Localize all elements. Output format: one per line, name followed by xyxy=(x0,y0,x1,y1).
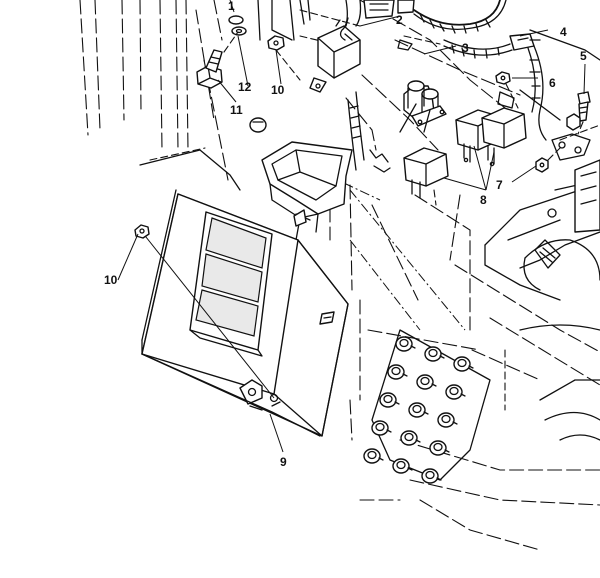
lock-washer-12 xyxy=(223,15,247,53)
callout-11: 11 xyxy=(230,103,243,117)
panel-button xyxy=(445,384,466,400)
module-box-2 xyxy=(309,17,361,93)
callout-6: 6 xyxy=(549,76,556,90)
callout-3: 3 xyxy=(462,41,469,55)
panel-button xyxy=(416,374,437,390)
panel-button xyxy=(453,356,474,372)
callout-labels: 1 2 3 4 5 6 7 8 9 10 10 11 12 xyxy=(104,0,587,469)
panel-button xyxy=(363,448,384,464)
panel-button xyxy=(429,440,450,456)
callout-2: 2 xyxy=(396,13,403,27)
nut-10-top xyxy=(267,35,301,81)
callout-9: 9 xyxy=(280,455,287,469)
small-fastener-near-cover xyxy=(249,117,267,133)
callout-10-top: 10 xyxy=(271,83,285,97)
control-buttons-panel xyxy=(359,329,491,501)
panel-button xyxy=(371,420,392,436)
panel-button xyxy=(387,364,408,380)
panel-button xyxy=(421,468,442,484)
console-tray xyxy=(261,91,391,241)
wiring-harness xyxy=(289,0,507,41)
callout-8: 8 xyxy=(480,193,487,207)
panel-button xyxy=(392,458,413,474)
cover-panel xyxy=(141,189,349,437)
panel-button xyxy=(395,336,416,352)
vehicle-panel-background xyxy=(79,0,600,551)
panel-button xyxy=(437,412,458,428)
callout-1: 1 xyxy=(228,0,235,13)
panel-button xyxy=(424,346,445,362)
leader-lines xyxy=(117,0,586,453)
panel-button xyxy=(408,402,429,418)
twin-relay-3 xyxy=(399,80,447,133)
panel-button xyxy=(379,392,400,408)
callout-5: 5 xyxy=(580,49,587,63)
relay-8-set xyxy=(403,107,527,206)
nut-7 xyxy=(535,147,561,173)
callout-12: 12 xyxy=(238,80,252,94)
nut-10-left xyxy=(134,224,150,239)
callout-4: 4 xyxy=(560,25,567,39)
screw-5 xyxy=(566,91,591,135)
bolt-11 xyxy=(196,49,223,89)
panel-button xyxy=(400,430,421,446)
callout-7: 7 xyxy=(496,178,503,192)
connector-4 xyxy=(397,33,547,141)
callout-10-left: 10 xyxy=(104,273,118,287)
nut-6 xyxy=(495,71,519,109)
